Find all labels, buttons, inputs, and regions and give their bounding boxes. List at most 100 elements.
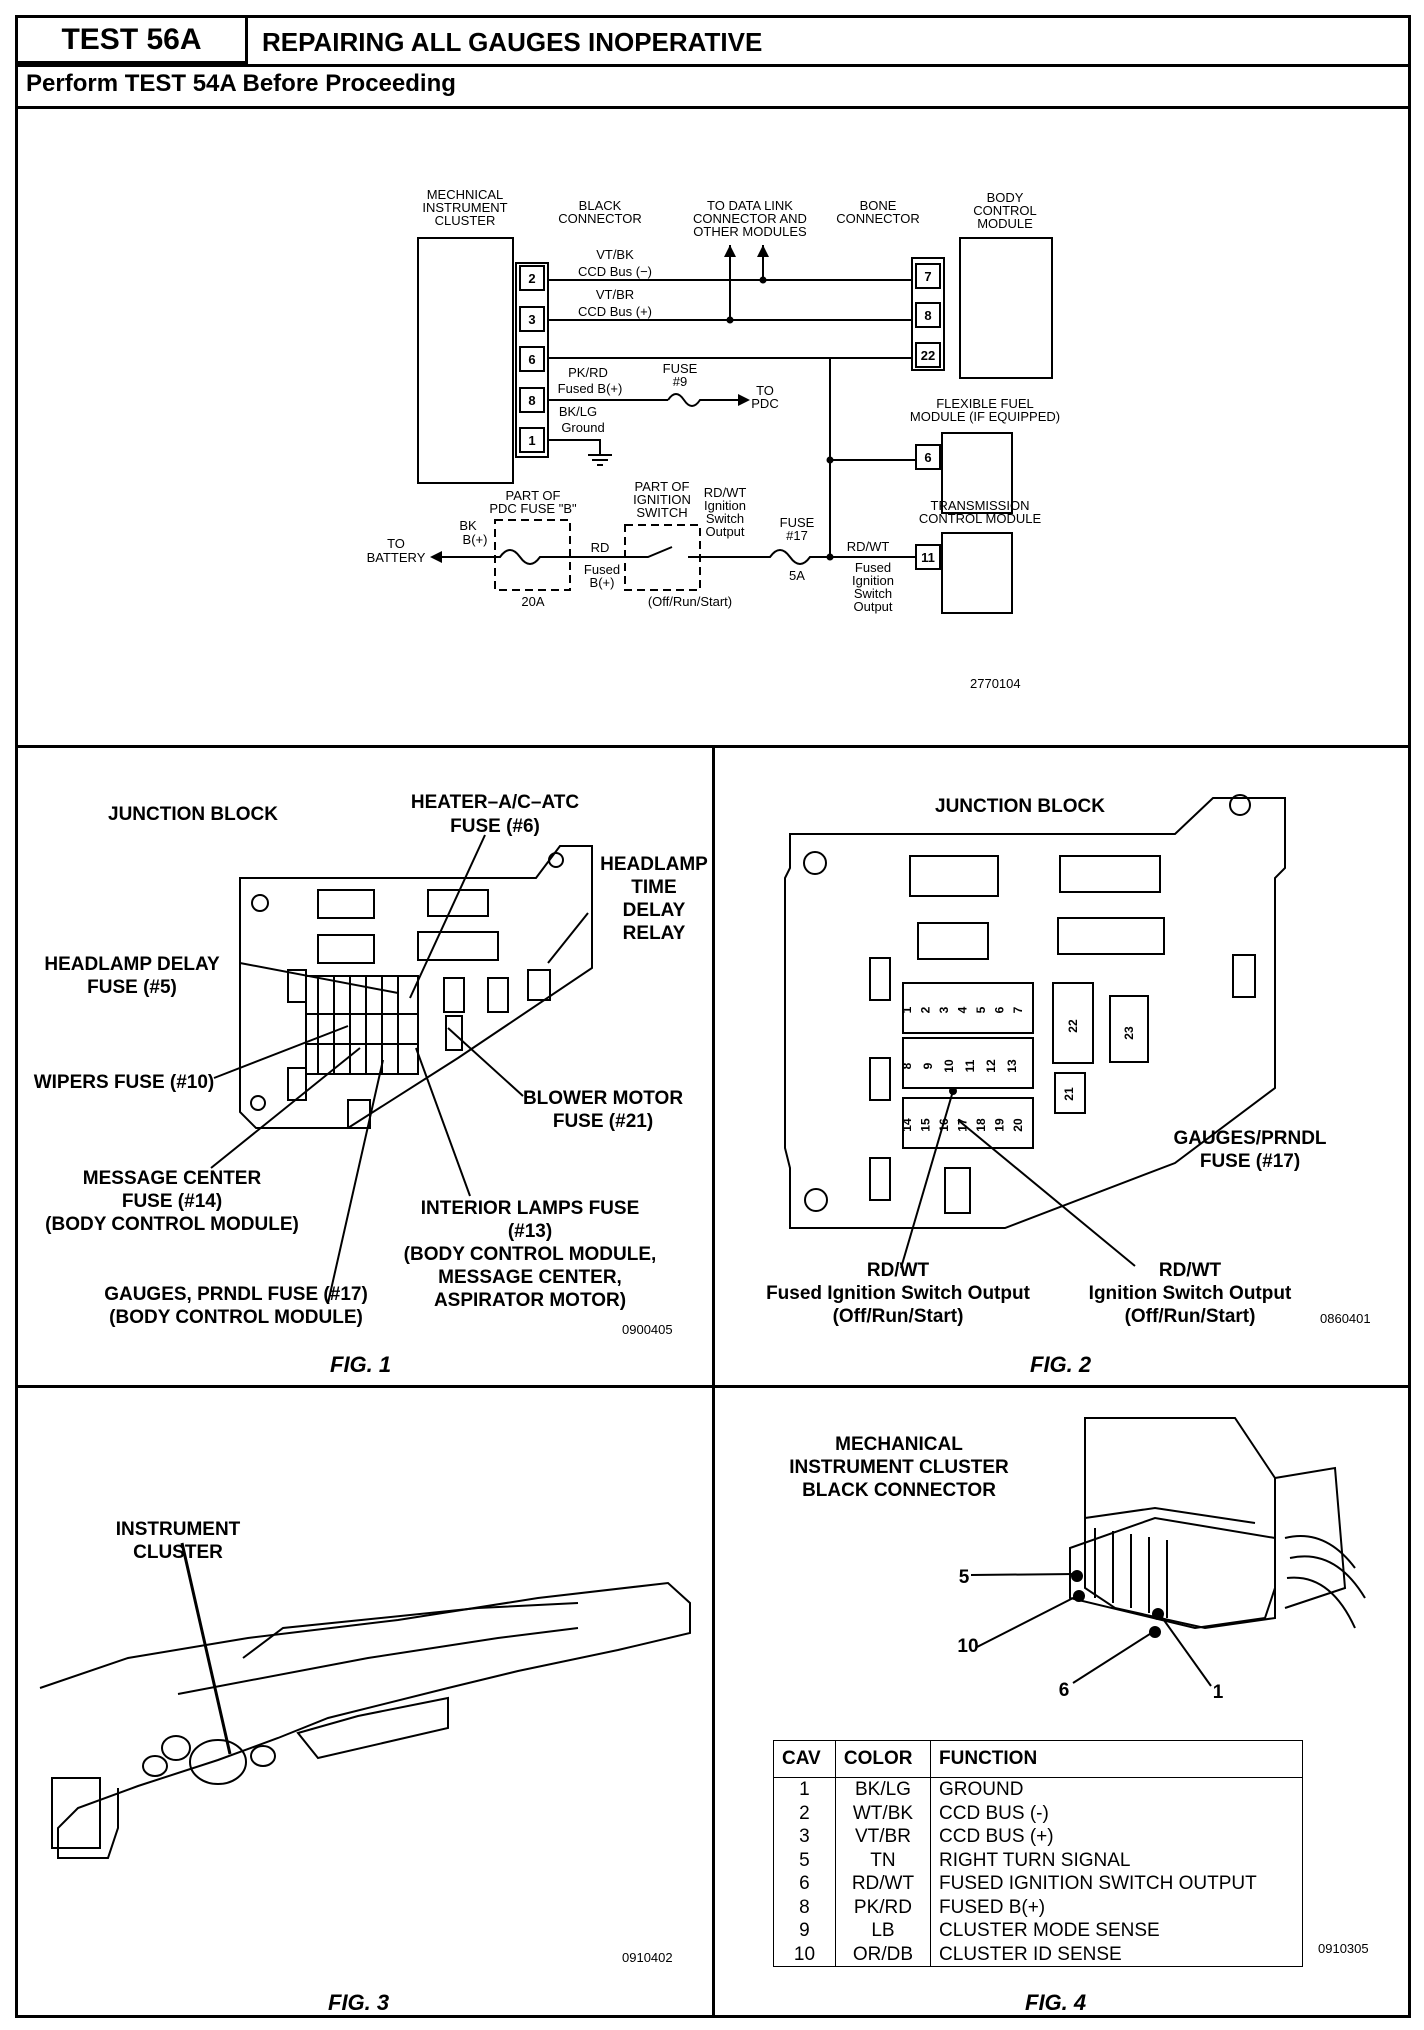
table-cell: FUSED IGNITION SWITCH OUTPUT [930, 1872, 1303, 1896]
svg-text:Ignition Switch Output: Ignition Switch Output [1089, 1283, 1292, 1304]
fuse-number: 15 [919, 1118, 933, 1132]
fuse-number: 16 [937, 1118, 951, 1132]
svg-text:#17: #17 [786, 528, 808, 543]
svg-text:FUSE (#5): FUSE (#5) [87, 977, 177, 998]
fuse-number: 17 [956, 1118, 970, 1132]
tcm-label: TRANSMISSION [931, 498, 1030, 513]
svg-text:SWITCH: SWITCH [636, 505, 687, 520]
svg-text:(BODY CONTROL MODULE): (BODY CONTROL MODULE) [109, 1307, 363, 1328]
fig2-left-label: RD/WT [867, 1260, 930, 1281]
svg-text:B(+): B(+) [463, 532, 488, 547]
wire-color: RD [591, 540, 610, 555]
svg-text:(Off/Run/Start): (Off/Run/Start) [833, 1306, 964, 1327]
fuse-number: 13 [1005, 1059, 1019, 1073]
table-cell: 3 [773, 1825, 836, 1849]
table-cell: BK/LG [834, 1777, 931, 1802]
fig1-junction-label: JUNCTION BLOCK [108, 804, 278, 825]
table-cell: VT/BR [834, 1825, 931, 1849]
svg-text:MODULE (IF EQUIPPED): MODULE (IF EQUIPPED) [910, 409, 1060, 424]
page-frame [15, 15, 1411, 2018]
fuse-number: 11 [963, 1059, 977, 1072]
table-header: COLOR [834, 1740, 931, 1778]
table-cell: RD/WT [834, 1872, 931, 1896]
svg-text:Ignition: Ignition [704, 498, 746, 513]
svg-text:FUSE (#21): FUSE (#21) [553, 1111, 653, 1132]
table-cell: 6 [773, 1872, 836, 1896]
fuse-number: 19 [993, 1118, 1007, 1132]
fig3-cluster-label: INSTRUMENT [116, 1519, 241, 1540]
to-battery-label: TO [387, 536, 405, 551]
table-cell: 8 [773, 1895, 836, 1919]
divider [18, 1385, 1408, 1388]
divider [712, 745, 715, 2015]
svg-text:CONNECTOR AND: CONNECTOR AND [693, 211, 807, 226]
black-connector-label: BLACK [579, 198, 622, 213]
table-cell: PK/RD [834, 1895, 931, 1919]
bcm-label: BODY [987, 190, 1024, 205]
table-cell: 2 [773, 1801, 836, 1825]
table-cell: 1 [773, 1777, 836, 1802]
svg-text:CLUSTER: CLUSTER [133, 1542, 223, 1563]
svg-text:CONTROL MODULE: CONTROL MODULE [919, 511, 1042, 526]
bus-label: CCD Bus (−) [578, 264, 652, 279]
svg-text:TIME: TIME [631, 877, 676, 898]
fig4-code: 0910305 [1318, 1941, 1369, 1956]
fuse-number: 3 [937, 1006, 951, 1013]
fig2-right-label: RD/WT [1159, 1260, 1222, 1281]
test-subtitle: Perform TEST 54A Before Proceeding [26, 70, 456, 97]
table-cell: CCD BUS (-) [930, 1801, 1303, 1825]
fig4-pin-label: 1 [1213, 1682, 1224, 1703]
fuse-number: 4 [956, 1006, 970, 1013]
amp-label: 5A [789, 568, 805, 583]
svg-text:PDC: PDC [751, 396, 778, 411]
wire-color: BK/LG [559, 404, 597, 419]
ground-label: Ground [561, 420, 604, 435]
svg-text:(#13): (#13) [508, 1221, 552, 1242]
fig4-title: MECHANICAL [835, 1434, 963, 1455]
fig4-caption: FIG. 4 [1025, 1990, 1087, 2015]
fig1-junction-block: JUNCTION BLOCK HEATER–A/C–ATC FUSE (#6) … [34, 792, 708, 1328]
table-cell: 9 [773, 1919, 836, 1943]
svg-text:Ignition: Ignition [852, 573, 894, 588]
fig1-caption: FIG. 1 [330, 1352, 392, 1377]
svg-text:INSTRUMENT CLUSTER: INSTRUMENT CLUSTER [789, 1457, 1009, 1478]
fig2-gauges-label: GAUGES/PRNDL [1173, 1128, 1326, 1149]
table-cell: 10 [773, 1942, 836, 1967]
fuse-number: 9 [921, 1062, 935, 1069]
svg-text:DELAY: DELAY [623, 900, 686, 921]
gauges-fuse-label: GAUGES, PRNDL FUSE (#17) [104, 1284, 368, 1305]
ffm-label: FLEXIBLE FUEL [936, 396, 1034, 411]
table-header-row: CAV COLOR FUNCTION [773, 1740, 1303, 1778]
rdwt-top-label: RD/WT [704, 485, 747, 500]
fuse-number: 10 [942, 1059, 956, 1073]
svg-text:Switch: Switch [854, 586, 892, 601]
wire-color: RD/WT [847, 539, 890, 554]
bus-label: CCD Bus (+) [578, 304, 652, 319]
fused-b-label: Fused B(+) [558, 381, 623, 396]
fuse-number: 7 [1011, 1006, 1025, 1013]
amp-label: 20A [521, 594, 544, 609]
fuse-number: 22 [1066, 1019, 1080, 1033]
fuse17-label: FUSE [780, 515, 815, 530]
fuse-number: 14 [900, 1118, 914, 1132]
heater-label: HEATER–A/C–ATC [411, 792, 579, 813]
fuse-number: 20 [1011, 1118, 1025, 1132]
pin-label: 1 [528, 433, 535, 448]
svg-text:B(+): B(+) [590, 575, 615, 590]
fig2-caption: FIG. 2 [1030, 1352, 1092, 1377]
svg-text:BATTERY: BATTERY [367, 550, 426, 565]
fuse-number: 2 [919, 1006, 933, 1013]
svg-text:BLACK CONNECTOR: BLACK CONNECTOR [802, 1480, 996, 1501]
fuse-number: 21 [1062, 1087, 1076, 1101]
bone-connector-label: BONE [860, 198, 897, 213]
svg-text:Output: Output [853, 599, 892, 614]
fused-ign-label: Fused [855, 560, 891, 575]
test-title: REPAIRING ALL GAUGES INOPERATIVE [262, 27, 763, 57]
wipers-label: WIPERS FUSE (#10) [34, 1072, 215, 1093]
fuse9-label: FUSE [663, 361, 698, 376]
